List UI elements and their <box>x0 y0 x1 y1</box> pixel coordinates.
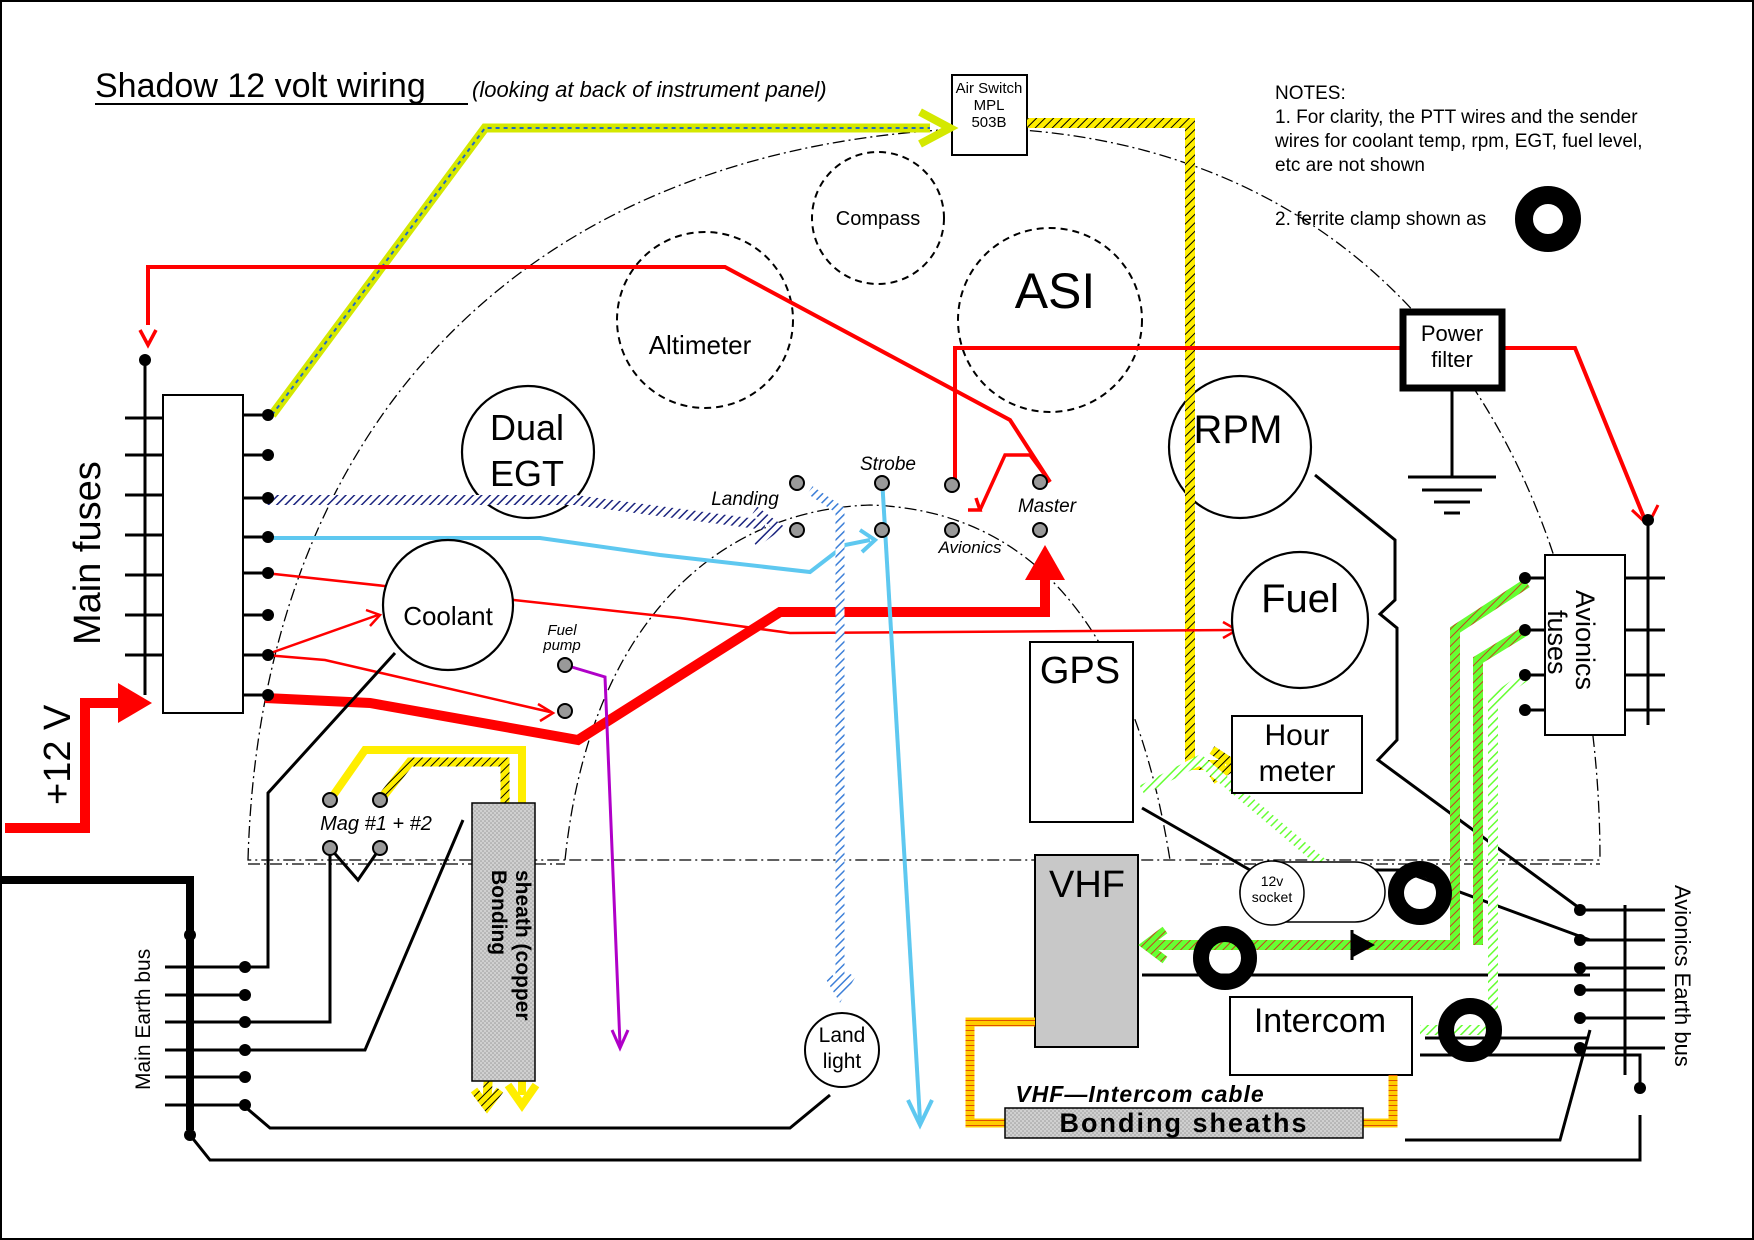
main-earth-bus-label: Main Earth bus <box>132 949 155 1090</box>
altimeter-gauge <box>616 231 794 409</box>
fuel-gauge-label: Fuel <box>1261 577 1339 621</box>
svg-text:fuses: fuses <box>1542 610 1572 675</box>
ferrite-clamp-socket-icon <box>1388 861 1452 925</box>
bonding-sheaths-box <box>1004 1107 1364 1139</box>
svg-text:Avionics: Avionics <box>1570 590 1600 690</box>
switch-terminals <box>322 474 1048 856</box>
coolant-gauge <box>381 538 515 672</box>
diagram-title: Shadow 12 volt wiring <box>95 67 426 105</box>
fuel-gauge <box>1230 550 1370 690</box>
svg-text:Bonding sheaths: Bonding sheaths <box>1059 1108 1308 1138</box>
ferrite-clamp-vhf-icon <box>1193 926 1257 990</box>
rpm-label: RPM <box>1194 408 1283 452</box>
notes-line1: 1. For clarity, the PTT wires and the se… <box>1275 107 1638 128</box>
gps-label: GPS <box>1040 650 1120 692</box>
vhf-radio <box>1034 854 1139 1048</box>
fuel-pump-label-line1: Fuel <box>547 622 577 639</box>
panel-outline-outer <box>247 127 1601 861</box>
svg-text:Power: Power <box>1421 321 1483 346</box>
landing-wire <box>265 495 766 530</box>
svg-text:Land: Land <box>819 1024 866 1047</box>
egt-label-line2: EGT <box>490 453 564 494</box>
egt-label-line1: Dual <box>490 407 564 448</box>
mag-switch-label: Mag #1 + #2 <box>320 813 432 835</box>
rpm-gauge <box>1167 374 1313 520</box>
svg-text:Air Switch: Air Switch <box>956 80 1023 97</box>
main-fuse-block <box>162 394 244 714</box>
notes-line2: wires for coolant temp, rpm, EGT, fuel l… <box>1274 131 1642 152</box>
intercom-unit <box>1229 996 1413 1076</box>
ferrite-clamp-intercom-icon <box>1438 998 1502 1062</box>
intercom-label: Intercom <box>1254 1002 1386 1040</box>
coolant-label: Coolant <box>403 601 493 631</box>
bonding-sheath-left <box>471 802 536 1082</box>
avionics-fuse-block <box>1544 554 1626 736</box>
svg-text:filter: filter <box>1431 347 1473 372</box>
svg-text:12v: 12v <box>1261 873 1284 889</box>
notes-line4: 2. ferrite clamp shown as <box>1275 209 1486 230</box>
ground-symbol-icon <box>1408 390 1496 515</box>
main-earth-feed <box>0 876 194 1130</box>
svg-text:sheath (copper: sheath (copper <box>511 870 534 1021</box>
main-power-feed <box>5 698 140 833</box>
plus12v-label: +12 V <box>37 704 79 805</box>
main-fuses-label: Main fuses <box>67 461 109 645</box>
landing-switch-label: Landing <box>711 489 779 510</box>
asi-label: ASI <box>1015 263 1096 319</box>
main-earth-bus-stubs <box>165 965 243 1107</box>
svg-text:socket: socket <box>1252 889 1293 905</box>
egt-gauge <box>460 384 596 520</box>
avionics-switch-label: Avionics <box>938 538 1002 557</box>
asi-gauge <box>957 227 1143 413</box>
strobe-switch-label: Strobe <box>860 454 916 475</box>
diode-icon <box>1350 930 1375 960</box>
power-filter <box>1399 308 1506 392</box>
main-fuse-stubs <box>125 413 265 697</box>
gps-unit <box>1029 641 1134 823</box>
avionics-earth-bus-label: Avionics Earth bus <box>1670 885 1695 1067</box>
compass-label: Compass <box>836 208 920 230</box>
svg-text:Bonding: Bonding <box>487 870 510 955</box>
svg-text:VHF—Intercom cable: VHF—Intercom cable <box>1015 1081 1264 1107</box>
svg-text:meter: meter <box>1259 755 1336 788</box>
vhf-label: VHF <box>1049 864 1125 906</box>
altimeter-label: Altimeter <box>649 330 752 360</box>
main-fuse-terminals <box>262 409 274 701</box>
strobe-wire <box>265 536 871 575</box>
power-wire-fuse-to-master <box>146 265 1052 484</box>
hour-meter <box>1231 715 1363 794</box>
svg-text:light: light <box>823 1050 862 1073</box>
12v-socket <box>1239 860 1305 926</box>
compass-gauge <box>811 151 945 285</box>
svg-text:503B: 503B <box>971 114 1006 131</box>
notes-line3: etc are not shown <box>1275 155 1425 176</box>
svg-text:MPL: MPL <box>974 97 1005 114</box>
master-switch-label: Master <box>1018 496 1077 517</box>
svg-text:Hour: Hour <box>1264 719 1329 752</box>
fuel-pump-label-line2: pump <box>542 637 581 654</box>
air-switch-box <box>951 74 1028 156</box>
notes-heading: NOTES: <box>1275 83 1346 104</box>
land-light <box>804 1012 880 1088</box>
ferrite-clamp-icon <box>1515 186 1581 252</box>
diagram-subtitle: (looking at back of instrument panel) <box>472 77 827 102</box>
